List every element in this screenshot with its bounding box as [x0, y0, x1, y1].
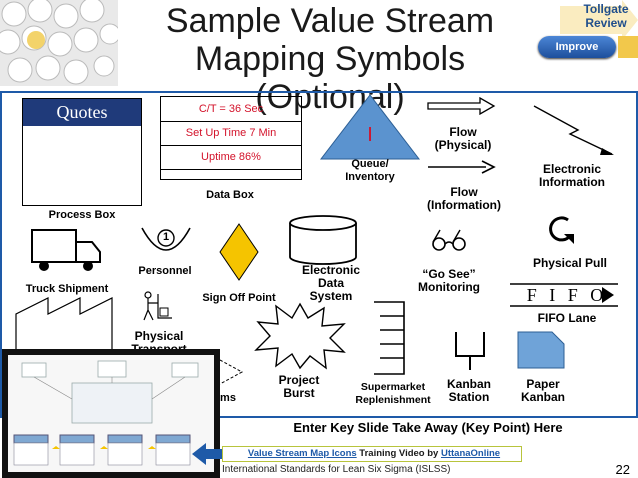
kaizen-burst-icon	[254, 302, 346, 370]
key-point-text[interactable]: Enter Key Slide Take Away (Key Point) He…	[293, 420, 563, 435]
slide-title: Sample Value Stream Mapping Symbols (Opt…	[165, 2, 495, 116]
flow-physical-label: Flow(Physical)	[434, 125, 492, 152]
frame-left	[0, 91, 2, 418]
data-box-symbol	[160, 96, 302, 180]
left-arrow-icon	[192, 443, 222, 465]
fifo-mark: F I F O	[526, 285, 608, 305]
factory-icon	[15, 297, 113, 352]
improve-badge: Improve	[538, 36, 616, 58]
vsm-icons-link[interactable]: Value Stream Map Icons	[247, 448, 357, 459]
uttana-online-link[interactable]: UttanaOnline	[440, 448, 501, 459]
frame-top	[0, 91, 638, 93]
page-number: 22	[615, 462, 630, 477]
process-box-header: Quotes	[23, 99, 141, 126]
forklift-icon	[143, 291, 172, 321]
process-box-symbol	[22, 98, 142, 206]
tollgate-review-badge: Tollgate Review	[583, 2, 629, 30]
video-thumbnail[interactable]	[2, 349, 220, 478]
supermarket-icon	[374, 301, 405, 375]
database-cylinder-icon	[289, 215, 357, 265]
physical-pull-arrow-icon	[549, 216, 574, 244]
queue-label: Queue/Inventory	[345, 158, 395, 183]
video-link-box	[222, 446, 522, 462]
go-see-label: “Go See”Monitoring	[418, 267, 480, 294]
fifo-label: FIFO Lane	[537, 311, 597, 325]
physical-pull-label: Physical Pull	[532, 256, 608, 270]
truck-icon	[31, 229, 101, 271]
video-link-text: Value Stream Map Icons Training Video by…	[226, 448, 522, 459]
fifo-lane-icon	[510, 283, 618, 307]
paper-kanban-icon	[517, 331, 565, 369]
process-box-label: Process Box	[48, 209, 116, 221]
footer-text: International Standards for Lean Six Sig…	[222, 464, 451, 475]
frame-right	[636, 91, 638, 418]
data-box-row-1: C/T = 36 Sec	[161, 97, 301, 122]
tollgate-arrow-icon	[560, 0, 638, 40]
flow-information-label: Flow(Information)	[427, 185, 501, 212]
eyeglasses-icon	[432, 229, 466, 251]
personnel-icon	[141, 227, 191, 251]
flow-physical-arrow-icon	[427, 97, 496, 115]
improve-tab	[618, 36, 638, 58]
partial-label: ms	[220, 392, 236, 404]
flow-information-arrow-icon	[428, 160, 496, 174]
kanban-station-icon	[455, 332, 485, 370]
data-box-row-3: Uptime 86%	[161, 145, 301, 170]
electronic-information-arrow-icon	[533, 105, 614, 155]
personnel-label: Personnel	[138, 265, 192, 277]
data-box-row-2: Set Up Time 7 Min	[161, 121, 301, 146]
video-link-middle: Training Video by	[356, 448, 441, 459]
light-bulbs-image	[0, 0, 118, 86]
personnel-number: 1	[162, 231, 170, 243]
queue-triangle-icon	[319, 94, 421, 160]
partial-dashed-shape	[220, 359, 244, 385]
sign-off-diamond-icon	[219, 223, 259, 281]
truck-label: Truck Shipment	[25, 283, 109, 295]
sign-off-label: Sign Off Point	[202, 292, 276, 304]
frame-bottom	[0, 416, 638, 418]
queue-mark: I	[367, 124, 373, 146]
data-box-label: Data Box	[206, 189, 254, 201]
